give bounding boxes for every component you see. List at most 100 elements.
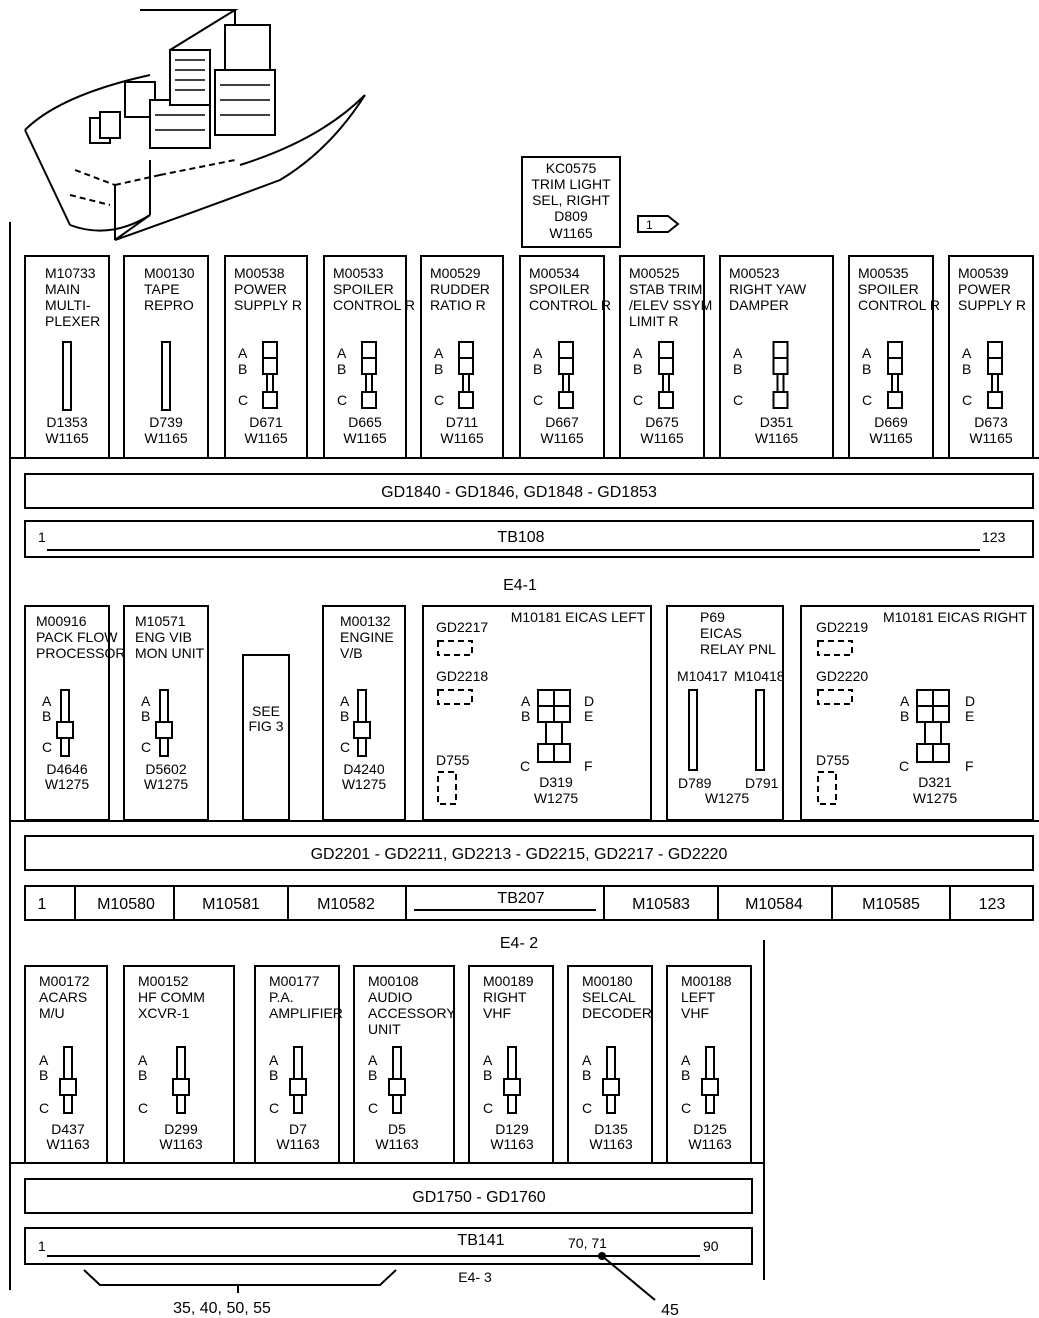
connector-id: D5602 <box>145 761 186 777</box>
svg-text:D755: D755 <box>816 752 850 768</box>
wire-bundle-id: W1163 <box>589 1136 633 1152</box>
svg-text:C: C <box>862 392 872 408</box>
svg-text:GD2218: GD2218 <box>436 668 488 684</box>
svg-text:D755: D755 <box>436 752 470 768</box>
abc-connector <box>987 341 1003 409</box>
lru-label: M00172 <box>39 973 90 989</box>
svg-text:F: F <box>965 758 974 774</box>
lru-label: UNIT <box>368 1021 401 1037</box>
lru-label: M/U <box>39 1005 65 1021</box>
lru-label: RATIO R <box>430 297 486 313</box>
connector-id: D711 <box>446 414 479 430</box>
svg-text:A: A <box>269 1052 279 1068</box>
lru-label: M00188 <box>681 973 732 989</box>
connector-id: D437 <box>51 1121 85 1137</box>
wire-bundle-id: W1163 <box>276 1136 320 1152</box>
svg-text:A: A <box>681 1052 691 1068</box>
abc-connector <box>701 1046 719 1114</box>
ground-strip-2: GD2201 - GD2211, GD2213 - GD2215, GD2217… <box>24 835 1034 871</box>
shelf-label-e4-2: E4- 2 <box>500 935 538 952</box>
svg-text:D: D <box>965 693 975 709</box>
lru-label: M00130 <box>144 265 195 281</box>
eicas-right-box: M10181 EICAS RIGHT GD2219 GD2220 D755 A … <box>800 605 1034 821</box>
wire-bundle-id: W1163 <box>490 1136 534 1152</box>
connector-id: D7 <box>289 1121 307 1137</box>
lru-label: ACCESSORY <box>368 1005 456 1021</box>
svg-text:90: 90 <box>703 1238 719 1254</box>
terminal-block-tb141: 1 TB141 70, 71 90 <box>24 1227 753 1265</box>
abc-connector <box>558 341 574 409</box>
svg-text:1: 1 <box>38 896 47 913</box>
svg-text:D809: D809 <box>554 208 588 224</box>
svg-text:A: A <box>138 1052 148 1068</box>
bar-connector <box>62 341 72 411</box>
abc-connector <box>289 1046 307 1114</box>
wire-bundle-id: W1165 <box>343 430 387 446</box>
svg-text:D: D <box>584 693 594 709</box>
connector-id: D125 <box>693 1121 727 1137</box>
wire-bundle-id: W1165 <box>969 430 1013 446</box>
svg-text:RELAY PNL: RELAY PNL <box>700 641 776 657</box>
connector-id: D665 <box>348 414 382 430</box>
lru-label: CONTROL R <box>858 297 940 313</box>
ground-strip-3: GD1750 - GD1760 <box>24 1178 753 1214</box>
lru-label: M00538 <box>234 265 285 281</box>
svg-text:1: 1 <box>38 1238 46 1254</box>
svg-text:A: A <box>962 345 972 361</box>
lru-label: P.A. <box>269 989 294 1005</box>
wire-bundle-id: W1163 <box>688 1136 732 1152</box>
svg-text:A: A <box>582 1052 592 1068</box>
svg-text:B: B <box>42 708 51 724</box>
lru-label: HF COMM <box>138 989 205 1005</box>
svg-text:E: E <box>965 708 974 724</box>
lru-label: XCVR-1 <box>138 1005 190 1021</box>
svg-text:C: C <box>962 392 972 408</box>
wire-bundle-id: W1163 <box>159 1136 203 1152</box>
ground-strip-1: GD1840 - GD1846, GD1848 - GD1853 <box>24 473 1034 509</box>
svg-text:123: 123 <box>982 529 1006 545</box>
svg-text:A: A <box>633 345 643 361</box>
svg-text:B: B <box>434 361 443 377</box>
connector-id: D5 <box>388 1121 406 1137</box>
svg-text:C: C <box>340 739 350 755</box>
lru-label: STAB TRIM <box>629 281 702 297</box>
svg-text:GD1840 - GD1846, GD1848 - GD18: GD1840 - GD1846, GD1848 - GD1853 <box>381 484 657 501</box>
wire-bundle-id: W1165 <box>540 430 584 446</box>
svg-text:GD2220: GD2220 <box>816 668 868 684</box>
lru-label: M00534 <box>529 265 580 281</box>
svg-text:GD1750 - GD1760: GD1750 - GD1760 <box>412 1189 546 1206</box>
svg-text:C: C <box>483 1100 493 1116</box>
lru-label: SUPPLY R <box>958 297 1026 313</box>
svg-text:C: C <box>269 1100 279 1116</box>
svg-text:B: B <box>483 1067 492 1083</box>
svg-text:M10584: M10584 <box>745 896 803 913</box>
connector-id: D351 <box>760 414 794 430</box>
lru-label: VHF <box>483 1005 511 1021</box>
svg-text:B: B <box>39 1067 48 1083</box>
lru-label: VHF <box>681 1005 709 1021</box>
svg-text:B: B <box>337 361 346 377</box>
svg-text:C: C <box>533 392 543 408</box>
connector-id: D671 <box>249 414 283 430</box>
svg-text:M10181 EICAS LEFT: M10181 EICAS LEFT <box>511 609 646 625</box>
svg-text:C: C <box>368 1100 378 1116</box>
svg-text:F: F <box>584 758 593 774</box>
svg-text:TRIM LIGHT: TRIM LIGHT <box>531 176 611 192</box>
svg-text:C: C <box>733 392 743 408</box>
svg-text:B: B <box>368 1067 377 1083</box>
wire-bundle-id: W1165 <box>640 430 684 446</box>
lru-label: RIGHT YAW <box>729 281 807 297</box>
svg-text:GD2217: GD2217 <box>436 619 488 635</box>
flag-note-icon: 1 <box>637 215 680 233</box>
